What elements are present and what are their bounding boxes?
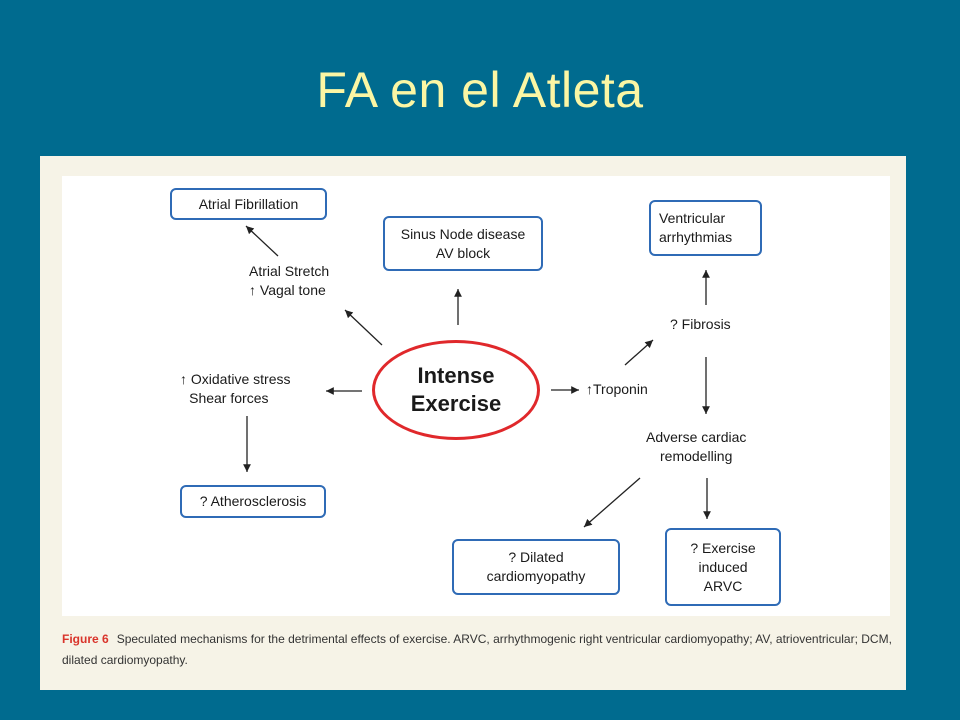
caption-text: Speculated mechanisms for the detrimenta… — [62, 632, 892, 667]
label-adverse-remodelling: Adverse cardiac remodelling — [646, 428, 746, 466]
label-line: remodelling — [660, 448, 733, 464]
figure-label: Figure 6 — [62, 632, 109, 646]
node-intense-exercise: Intense Exercise — [372, 340, 540, 440]
node-line: induced — [698, 558, 748, 575]
arrow-troponin-to-fibrosis — [624, 339, 654, 366]
node-line: Sinus Node disease — [400, 225, 526, 242]
label-fibrosis: ? Fibrosis — [670, 315, 731, 334]
node-atherosclerosis: ? Atherosclerosis — [180, 485, 326, 518]
node-line: arrhythmias — [659, 229, 733, 245]
node-line: Ventricular — [659, 210, 726, 226]
label-line: Atrial Stretch — [249, 263, 330, 279]
center-line: Intense — [417, 363, 495, 388]
node-exercise-induced-arvc: ? Exercise induced ARVC — [665, 528, 781, 606]
node-line: ? Dilated — [508, 549, 564, 565]
center-line: Exercise — [410, 391, 502, 416]
label-line: Adverse cardiac — [646, 429, 747, 445]
label-atrial-stretch: Atrial Stretch ↑ Vagal tone — [249, 262, 329, 300]
slide-title: FA en el Atleta — [316, 62, 644, 118]
node-line: AV block — [435, 244, 491, 261]
node-ventricular-arrhythmias: Ventricular arrhythmias — [649, 200, 762, 256]
label-line: ↑ Oxidative stress — [180, 371, 291, 387]
node-atrial-fibrillation: Atrial Fibrillation — [170, 188, 327, 220]
label-line: Shear forces — [189, 390, 269, 406]
arrow-remodelling-to-dcm — [583, 477, 641, 528]
node-line: ARVC — [703, 577, 743, 594]
label-line: ↑ Vagal tone — [249, 282, 326, 298]
node-line: Atrial Fibrillation — [198, 195, 299, 212]
node-line: cardiomyopathy — [486, 568, 586, 584]
arrow-stretch-to-af — [245, 225, 279, 257]
label-line: ↑Troponin — [586, 381, 648, 397]
node-line: ? Exercise — [690, 539, 756, 556]
label-troponin: ↑Troponin — [586, 380, 648, 399]
label-oxidative-stress: ↑ Oxidative stress Shear forces — [180, 370, 290, 408]
label-line: ? Fibrosis — [670, 316, 731, 332]
node-sinus-node-disease: Sinus Node disease AV block — [383, 216, 543, 271]
arrow-exercise-to-stretch — [344, 309, 383, 346]
node-line: ? Atherosclerosis — [199, 493, 307, 509]
node-dilated-cardiomyopathy: ? Dilated cardiomyopathy — [452, 539, 620, 595]
